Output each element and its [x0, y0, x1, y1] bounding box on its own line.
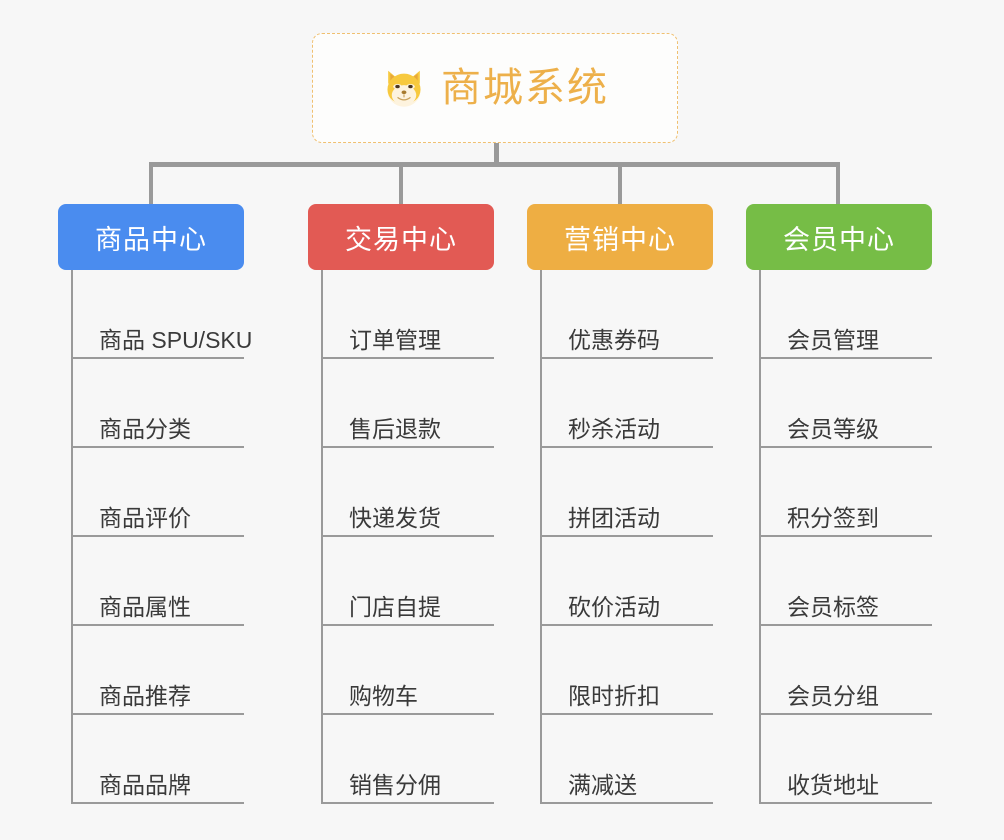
list-item[interactable]: 砍价活动	[540, 537, 713, 626]
category-header-member-center[interactable]: 会员中心	[746, 204, 932, 270]
list-item-label: 商品属性	[99, 593, 191, 620]
connector-drop-4	[836, 162, 840, 206]
list-item[interactable]: 拼团活动	[540, 448, 713, 537]
column-product-center: 商品中心 商品 SPU/SKU 商品分类 商品评价 商品属性 商品推荐 商品品牌	[58, 204, 252, 804]
category-header-label: 营销中心	[564, 224, 676, 255]
list-item[interactable]: 购物车	[321, 626, 494, 715]
list-item-label: 商品 SPU/SKU	[99, 326, 253, 353]
list-item[interactable]: 订单管理	[321, 270, 494, 359]
list-item[interactable]: 积分签到	[759, 448, 932, 537]
list-item-label: 快递发货	[349, 504, 441, 531]
list-item[interactable]: 销售分佣	[321, 715, 494, 804]
list-item-label: 限时折扣	[568, 682, 660, 709]
connector-drop-1	[149, 162, 153, 206]
list-item[interactable]: 售后退款	[321, 359, 494, 448]
leaf-list-trade-center: 订单管理 售后退款 快递发货 门店自提 购物车 销售分佣	[308, 270, 494, 804]
category-header-label: 商品中心	[95, 224, 207, 255]
leaf-list-product-center: 商品 SPU/SKU 商品分类 商品评价 商品属性 商品推荐 商品品牌	[58, 270, 252, 804]
list-item-label: 砍价活动	[568, 593, 660, 620]
connector-drop-3	[618, 162, 622, 206]
list-item[interactable]: 限时折扣	[540, 626, 713, 715]
list-item-label: 商品品牌	[99, 771, 191, 798]
list-item-label: 积分签到	[787, 504, 879, 531]
leaf-list-member-center: 会员管理 会员等级 积分签到 会员标签 会员分组 收货地址	[746, 270, 932, 804]
list-item[interactable]: 满减送	[540, 715, 713, 804]
list-item[interactable]: 商品推荐	[71, 626, 244, 715]
list-item-label: 会员分组	[787, 682, 879, 709]
list-item[interactable]: 会员等级	[759, 359, 932, 448]
column-member-center: 会员中心 会员管理 会员等级 积分签到 会员标签 会员分组 收货地址	[746, 204, 932, 804]
list-item-label: 拼团活动	[568, 504, 660, 531]
root-node-title: 商城系统	[441, 66, 609, 110]
leaf-list-marketing-center: 优惠券码 秒杀活动 拼团活动 砍价活动 限时折扣 满减送	[527, 270, 713, 804]
list-item[interactable]: 商品 SPU/SKU	[71, 270, 252, 359]
list-item-label: 售后退款	[349, 415, 441, 442]
list-item-label: 订单管理	[349, 326, 441, 353]
category-header-marketing-center[interactable]: 营销中心	[527, 204, 713, 270]
connector-drop-2	[399, 162, 403, 206]
connector-spine	[321, 270, 323, 804]
list-item[interactable]: 商品分类	[71, 359, 244, 448]
root-node-mall-system[interactable]: 商城系统	[312, 33, 678, 143]
list-item[interactable]: 会员分组	[759, 626, 932, 715]
list-item-label: 销售分佣	[349, 771, 441, 798]
shiba-dog-face-icon	[381, 65, 427, 111]
connector-spine	[71, 270, 73, 804]
list-item[interactable]: 会员管理	[759, 270, 932, 359]
list-item[interactable]: 收货地址	[759, 715, 932, 804]
category-header-product-center[interactable]: 商品中心	[58, 204, 244, 270]
list-item[interactable]: 会员标签	[759, 537, 932, 626]
list-item-label: 商品分类	[99, 415, 191, 442]
list-item-label: 会员等级	[787, 415, 879, 442]
connector-spine	[540, 270, 542, 804]
list-item-label: 商品评价	[99, 504, 191, 531]
list-item-label: 优惠券码	[568, 326, 660, 353]
list-item[interactable]: 门店自提	[321, 537, 494, 626]
list-item[interactable]: 秒杀活动	[540, 359, 713, 448]
column-marketing-center: 营销中心 优惠券码 秒杀活动 拼团活动 砍价活动 限时折扣 满减送	[527, 204, 713, 804]
list-item-label: 会员管理	[787, 326, 879, 353]
list-item[interactable]: 优惠券码	[540, 270, 713, 359]
category-header-label: 交易中心	[345, 224, 457, 255]
category-header-trade-center[interactable]: 交易中心	[308, 204, 494, 270]
list-item-label: 购物车	[349, 682, 418, 709]
list-item-label: 门店自提	[349, 593, 441, 620]
list-item[interactable]: 快递发货	[321, 448, 494, 537]
connector-root-trunk	[494, 143, 499, 166]
list-item-label: 商品推荐	[99, 682, 191, 709]
list-item[interactable]: 商品属性	[71, 537, 244, 626]
column-trade-center: 交易中心 订单管理 售后退款 快递发货 门店自提 购物车 销售分佣	[308, 204, 494, 804]
connector-horizontal-bus	[150, 162, 840, 167]
connector-spine	[759, 270, 761, 804]
category-header-label: 会员中心	[783, 224, 895, 255]
list-item[interactable]: 商品品牌	[71, 715, 244, 804]
list-item-label: 秒杀活动	[568, 415, 660, 442]
list-item-label: 收货地址	[787, 771, 879, 798]
list-item-label: 满减送	[568, 771, 637, 798]
list-item-label: 会员标签	[787, 593, 879, 620]
list-item[interactable]: 商品评价	[71, 448, 244, 537]
